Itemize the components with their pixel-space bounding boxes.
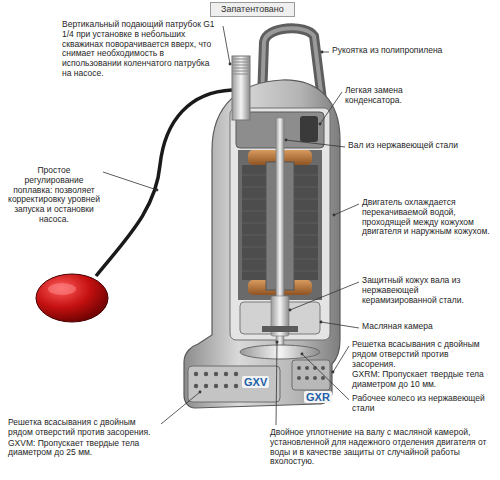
callout-text: Легкая замена конденсатора.: [345, 86, 425, 106]
callout-text: GXRM: Пропускает твердые тела диаметром …: [352, 370, 492, 390]
callout-text: GXVM: Пропускает твердые тела диаметром …: [8, 439, 158, 459]
capacitor: [300, 116, 318, 142]
leader-dot: [156, 189, 159, 192]
leader-dot: [320, 321, 323, 324]
model-name: GXR: [304, 391, 332, 403]
leader-line: [290, 282, 359, 310]
leader-dot: [229, 63, 232, 66]
patent-badge: Запатентовано: [210, 2, 295, 17]
leader-dot: [276, 341, 279, 344]
leader-dot: [332, 371, 335, 374]
callout-text: Решетка всасывания с двойным рядом отвер…: [352, 340, 492, 369]
leader-dot: [285, 139, 288, 142]
leader-dot: [319, 123, 322, 126]
leader-line: [321, 322, 359, 328]
leader-dot: [199, 391, 202, 394]
badge-text: Запатентовано: [221, 4, 284, 15]
suction-grate: [292, 360, 330, 390]
suction-grate: [188, 366, 280, 402]
leader-line: [320, 92, 342, 124]
leader-line: [103, 172, 157, 190]
leader-line: [286, 140, 345, 147]
callout-text: Вал из нержавеющей стали: [348, 141, 478, 151]
callout-text: Вертикальный подающий патрубок G1 1/4 пр…: [62, 20, 220, 79]
callout-text: Рукоятка из полипропилена: [332, 46, 462, 56]
callout-text: Рабочее колесо из нержавеющей стали: [352, 394, 492, 414]
callout-text: Простое регулирование поплавка: позволяе…: [8, 166, 100, 225]
leader-line: [161, 392, 200, 424]
leader-dot: [301, 353, 304, 356]
outlet-pipe: [232, 56, 250, 120]
callout-text: Двигатель охлаждается перекачиваемой вод…: [362, 198, 490, 237]
leader-line: [223, 26, 230, 64]
shaft-seal: [262, 326, 298, 332]
impeller: [240, 345, 320, 359]
leader-line: [334, 204, 359, 215]
outer-housing: [184, 80, 340, 408]
leader-dot: [321, 51, 324, 54]
leader-line: [276, 342, 277, 425]
leader-dot: [333, 214, 336, 217]
callout-text: Защитный кожух вала из нержавеющей керам…: [362, 276, 474, 305]
float-switch: [36, 274, 108, 322]
callout-text: Двойное уплотнение на валу с масляной ка…: [270, 428, 494, 467]
leader-line: [333, 346, 349, 372]
leader-dot: [289, 309, 292, 312]
callout-text: Масляная камера: [362, 322, 472, 332]
callout-text: Решетка всасывания с двойным рядом отвер…: [8, 418, 158, 438]
model-name: GXV: [242, 376, 269, 388]
